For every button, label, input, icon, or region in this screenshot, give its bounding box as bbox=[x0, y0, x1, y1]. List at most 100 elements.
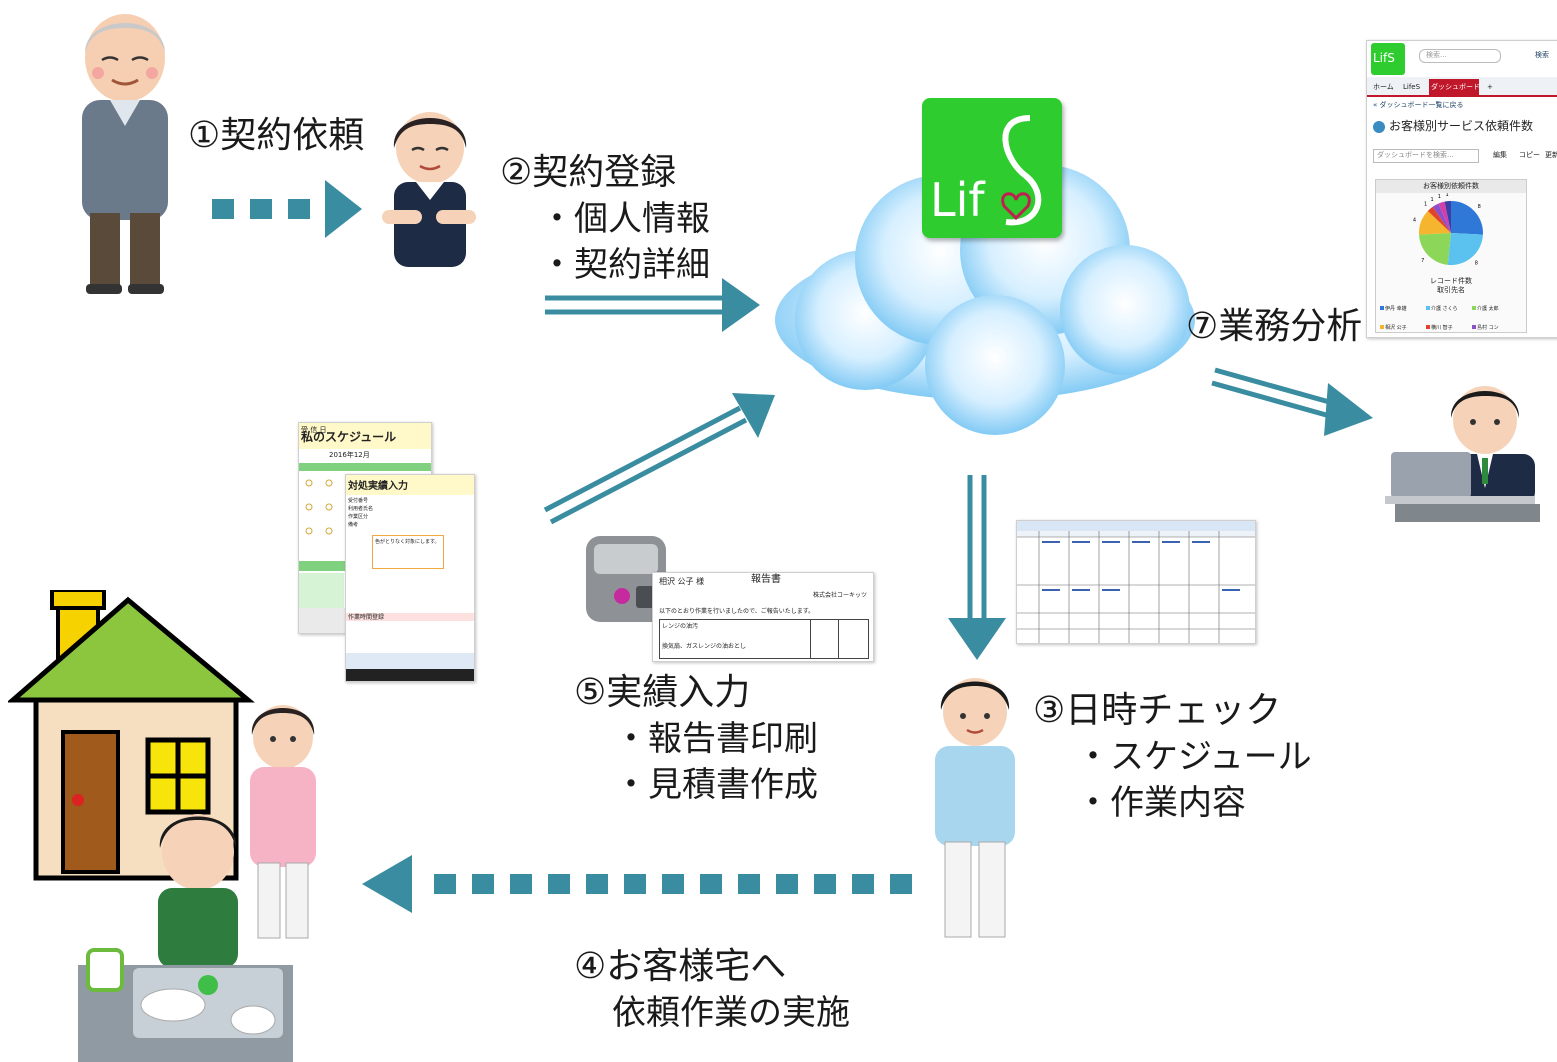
pie-slice-label: 7 bbox=[1421, 258, 1424, 264]
dashboard-record-label: レコード件数 bbox=[1430, 277, 1472, 285]
analyst-icon bbox=[1385, 386, 1540, 522]
double-arrow-register bbox=[545, 295, 730, 315]
lifs-logo-mark: Lif bbox=[930, 115, 1042, 227]
step4-label: ④お客様宅へ bbox=[574, 946, 787, 987]
jisseki-memo-box[interactable]: 色がとりなく対象にします。 bbox=[372, 535, 444, 569]
step5-item-estimate: ・見積書作成 bbox=[614, 765, 818, 805]
step3-item-schedule: ・スケジュール bbox=[1076, 737, 1312, 777]
caregiver-woman-icon bbox=[250, 705, 316, 939]
legend-swatch bbox=[1426, 306, 1430, 310]
pie-slice-label: 8 bbox=[1475, 261, 1478, 267]
report-detail: 換気扇、ガスレンジの油おとし bbox=[662, 643, 747, 650]
pie-slice bbox=[1444, 201, 1451, 233]
dashboard-back-link[interactable]: « ダッシュボード一覧に戻る bbox=[1373, 101, 1464, 109]
step5-label: ⑤実績入力 bbox=[574, 672, 751, 713]
svg-text:Lif: Lif bbox=[930, 173, 986, 227]
dashboard-tab-lifes[interactable]: LifeS bbox=[1403, 83, 1421, 91]
pie-slice bbox=[1451, 201, 1483, 235]
step1-label: ①契約依頼 bbox=[188, 115, 365, 156]
pie-slice bbox=[1432, 203, 1451, 233]
schedule-header: 受 信 日 bbox=[301, 426, 327, 434]
jisseki-memo: 色がとりなく対象にします。 bbox=[375, 539, 440, 545]
legend-swatch bbox=[1472, 325, 1476, 329]
mobile-printer-icon bbox=[586, 536, 666, 622]
schedule-title: 私のスケジュール bbox=[301, 430, 397, 444]
report-recipient: 相沢 公子 様 bbox=[659, 577, 705, 586]
report-table: レンジの油汚 換気扇、ガスレンジの油おとし bbox=[659, 619, 869, 659]
jisseki-title: 対処実績入力 bbox=[348, 481, 408, 492]
report-intro: 以下のとおり作業を行いましたので、ご報告いたします。 bbox=[659, 608, 815, 615]
legend-swatch bbox=[1472, 306, 1476, 310]
pie-slice bbox=[1427, 206, 1451, 233]
jisseki-field-3: 作業区分 bbox=[348, 514, 369, 520]
step3-label: ③日時チェック bbox=[1033, 690, 1282, 731]
pie-slice-label: 8 bbox=[1478, 204, 1481, 210]
staff-member-icon bbox=[935, 678, 1015, 938]
dotted-arrow-request bbox=[212, 180, 362, 238]
jisseki-field-1: 受付番号 bbox=[348, 498, 369, 504]
pie-slice-label: 1 bbox=[1445, 193, 1448, 198]
dashboard-tab-plus[interactable]: + bbox=[1487, 83, 1493, 91]
pie-slice bbox=[1419, 233, 1451, 265]
dashboard-search-button[interactable]: 検索 bbox=[1535, 51, 1549, 59]
schedule-month[interactable]: 2016年12月 bbox=[329, 451, 370, 459]
pie-slice-label: 1 bbox=[1430, 197, 1433, 203]
legend-swatch bbox=[1426, 325, 1430, 329]
dishwashing-helper-icon bbox=[78, 814, 293, 1062]
double-arrow-check bbox=[967, 475, 987, 625]
legend-item: 伊丹 幸雄 bbox=[1380, 306, 1426, 313]
step5-item-report: ・報告書印刷 bbox=[614, 719, 818, 759]
report-task: レンジの油汚 bbox=[662, 623, 699, 630]
step2-label: ②契約登録 bbox=[500, 152, 677, 193]
jisseki-input-screenshot: 対処実績入力 受付番号 利用者氏名 作業区分 備考 色がとりなく対象にします。 … bbox=[345, 474, 475, 682]
double-arrow-register-head bbox=[722, 278, 760, 332]
jisseki-footer-title: 作業時間登録 bbox=[348, 614, 385, 621]
dashboard-refresh-button[interactable]: 更新 bbox=[1545, 151, 1557, 159]
double-arrow-analysis-head bbox=[1324, 383, 1373, 436]
pie-slice-label: 1 bbox=[1438, 194, 1441, 200]
step3-item-work: ・作業内容 bbox=[1076, 783, 1246, 823]
legend-item: 相沢 公子 bbox=[1380, 325, 1426, 332]
pie-slice bbox=[1447, 233, 1483, 265]
dashboard-edit-button[interactable]: 編集 bbox=[1493, 151, 1507, 159]
legend-item: 島村 コン bbox=[1472, 325, 1518, 332]
pie-slice-label: 1 bbox=[1424, 201, 1427, 207]
dashboard-tab-home[interactable]: ホーム bbox=[1373, 83, 1394, 91]
legend-item: 横川 智子 bbox=[1426, 325, 1472, 332]
dashboard-logo: LifS bbox=[1371, 43, 1405, 75]
report-document: 相沢 公子 様 報告書 株式会社コーキッツ 以下のとおり作業を行いましたので、ご… bbox=[652, 572, 874, 662]
receptionist-icon bbox=[382, 112, 476, 267]
double-arrow-input-head bbox=[732, 393, 775, 438]
legend-swatch bbox=[1380, 325, 1384, 329]
dashboard-select[interactable]: ダッシュボードを検索... bbox=[1373, 149, 1479, 163]
jisseki-field-4: 備考 bbox=[348, 522, 359, 528]
dashboard-chart-title: お客様別依頼件数 bbox=[1376, 180, 1526, 193]
legend-item: 介護 さくら bbox=[1426, 306, 1472, 313]
schedule-grid bbox=[1017, 521, 1255, 643]
double-arrow-check-head bbox=[948, 618, 1006, 660]
dashboard-title: お客様別サービス依頼件数 bbox=[1389, 119, 1534, 133]
dashboard-tab-dashboard[interactable]: ダッシュボード bbox=[1431, 83, 1480, 91]
dashboard-legend-title: 取引先名 bbox=[1437, 286, 1465, 294]
step2-item-personal: ・個人情報 bbox=[540, 199, 710, 239]
report-title: 報告書 bbox=[751, 574, 781, 585]
pie-slice bbox=[1419, 210, 1451, 235]
schedule-table-screenshot bbox=[1016, 520, 1256, 644]
legend-swatch bbox=[1380, 306, 1384, 310]
dashboard-search-input[interactable]: 検索... bbox=[1419, 49, 1501, 63]
elderly-client-icon bbox=[82, 14, 168, 294]
step2-item-contract: ・契約詳細 bbox=[540, 245, 710, 285]
step4-line2: 依頼作業の実施 bbox=[612, 993, 850, 1033]
pie-slice bbox=[1438, 201, 1451, 233]
lifs-logo: Lif bbox=[922, 98, 1062, 238]
step7-label: ⑦業務分析 bbox=[1186, 306, 1363, 347]
dotted-arrow-visit bbox=[362, 855, 912, 913]
pie-slice-label: 4 bbox=[1413, 217, 1416, 223]
legend-item: 介護 太郎 bbox=[1472, 306, 1518, 313]
dashboard-copy-button[interactable]: コピー bbox=[1519, 151, 1540, 159]
double-arrow-analysis bbox=[1211, 367, 1341, 421]
